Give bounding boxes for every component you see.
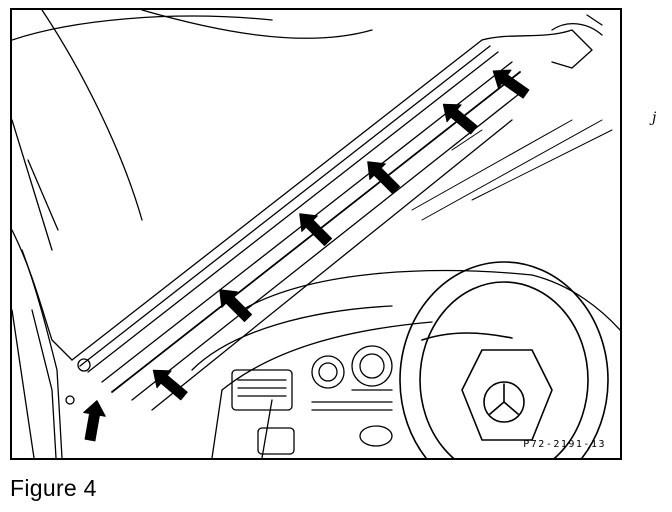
arrow-5 (367, 161, 401, 195)
center-console (231, 369, 393, 455)
arrow-3 (219, 289, 253, 323)
arrow-1 (83, 400, 106, 442)
door-frame (12, 229, 91, 458)
arrow-6 (442, 103, 478, 135)
dashboard-outline (191, 269, 620, 458)
roof-liner-lines (12, 10, 373, 251)
steering-wheel (399, 261, 609, 458)
figure-caption: Figure 4 (10, 475, 97, 501)
arrow-4 (299, 213, 333, 247)
margin-mark: j (652, 110, 657, 126)
figure-illustration: P72-2191-13 (10, 8, 622, 460)
instrument-gauges (311, 345, 393, 391)
arrow-7 (492, 69, 530, 99)
figure-reference-code: P72-2191-13 (523, 439, 606, 450)
arrow-2 (152, 369, 188, 401)
indicator-arrows (83, 69, 530, 442)
windshield-reflections (411, 119, 613, 221)
